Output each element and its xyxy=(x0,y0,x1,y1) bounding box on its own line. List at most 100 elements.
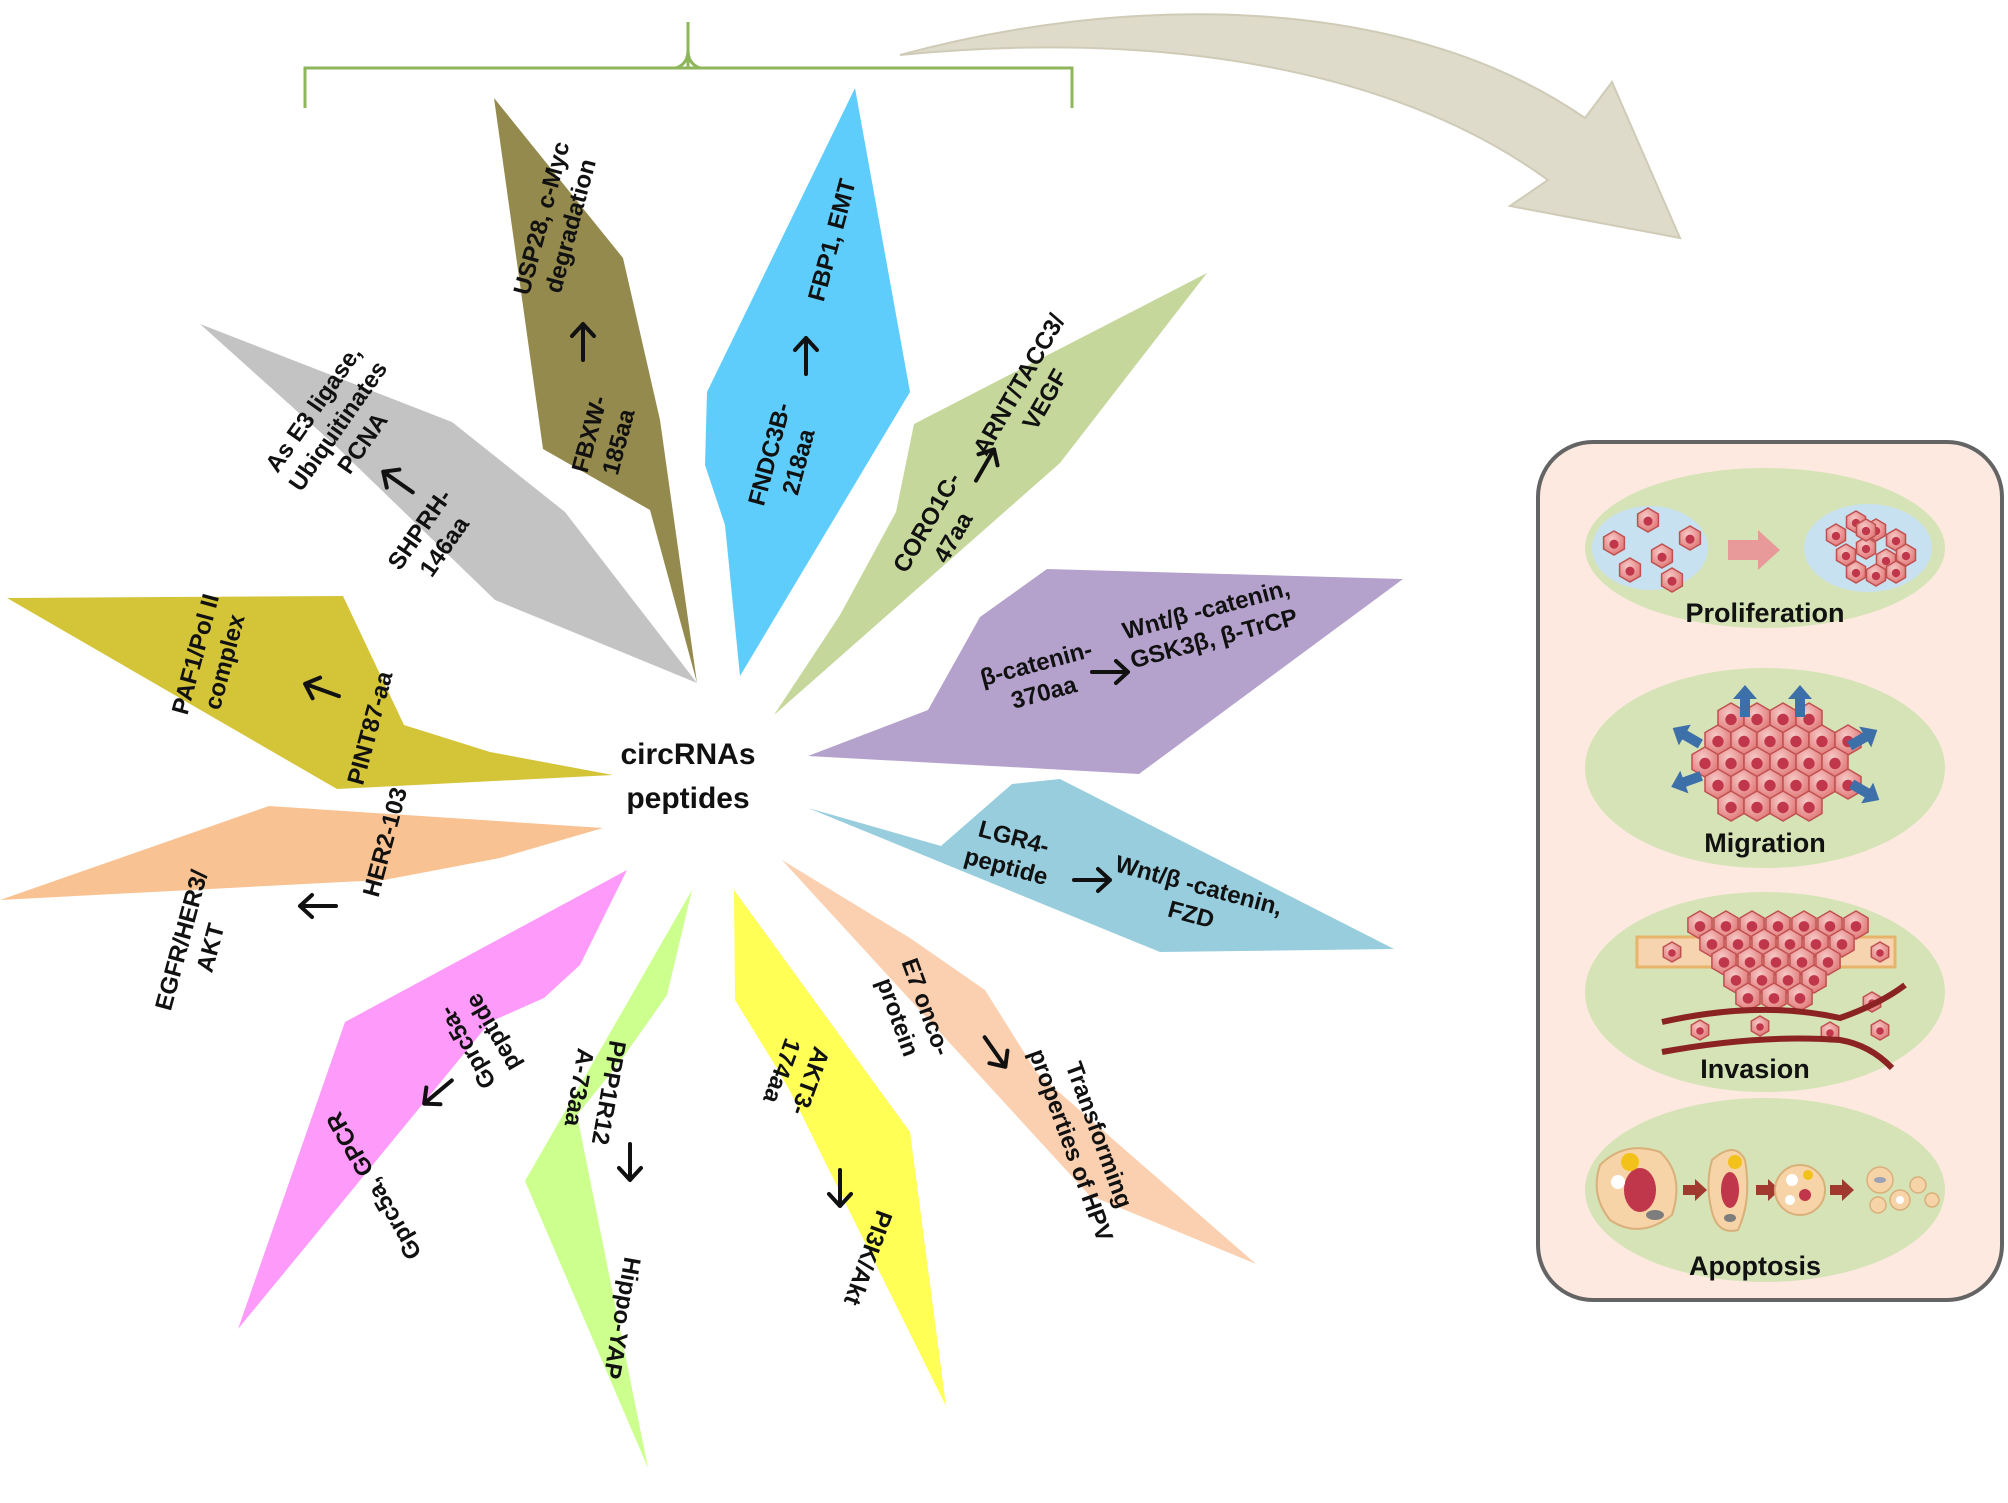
migrating-cell xyxy=(1795,790,1823,822)
migrating-cell xyxy=(1743,790,1771,822)
blood-vessel-upper xyxy=(1661,982,1907,1025)
petal-arrow-akt3 xyxy=(827,1168,853,1208)
migration-arrow-icon xyxy=(1788,685,1812,717)
invading-cell xyxy=(1801,964,1827,994)
invading-cell xyxy=(1735,982,1761,1012)
migrating-cell xyxy=(1834,768,1862,800)
petal-shape-fndc3b xyxy=(705,88,910,676)
cell-before xyxy=(1660,567,1684,593)
cell-after xyxy=(1885,528,1907,552)
petal-arrow-shprh xyxy=(381,467,415,495)
invading-cell xyxy=(1870,1019,1890,1041)
apoptosis-group: Apoptosis xyxy=(1585,1098,1945,1282)
migrating-cell xyxy=(1730,724,1758,756)
outcome-panel-frame xyxy=(1536,440,2004,1302)
center-label: circRNAs peptides xyxy=(620,738,755,815)
migration-arrows xyxy=(1671,685,1880,804)
petal-shape-fbxw xyxy=(494,98,697,683)
migration-group: Migration xyxy=(1585,668,1945,868)
petal-arrow-e7 xyxy=(982,1035,1010,1069)
petal-arrow-bcatenin xyxy=(1090,659,1130,685)
cell-after xyxy=(1865,563,1887,587)
petal-arrow-fndc3b xyxy=(793,336,819,376)
cell-after xyxy=(1855,536,1877,560)
petal-arrow-pint87 xyxy=(303,675,341,701)
migration-label: Migration xyxy=(1704,828,1826,858)
center-line-2: peptides xyxy=(626,782,749,815)
cell-after xyxy=(1855,518,1877,542)
migration-arrow-icon xyxy=(1847,726,1878,751)
petal-shape-lgr4 xyxy=(808,779,1394,952)
apoptosis-stage-4 xyxy=(1866,1166,1940,1214)
migration-arrow-icon xyxy=(1672,724,1703,749)
petal-arrow-lgr4 xyxy=(1072,867,1112,893)
invading-cell xyxy=(1761,982,1787,1012)
migrating-cell xyxy=(1769,790,1797,822)
petal-arrow-coro1c xyxy=(974,447,1000,483)
invading-cell xyxy=(1690,1019,1710,1041)
top-bracket-tip xyxy=(675,49,701,70)
petal-shape-gprc5a xyxy=(238,870,627,1329)
migration-arrow-icon xyxy=(1733,685,1757,717)
migration-arrow-icon xyxy=(1671,770,1703,794)
invasion-group: Invasion xyxy=(1585,892,1945,1092)
cell-before xyxy=(1678,525,1702,551)
proliferation-label: Proliferation xyxy=(1685,598,1844,628)
migration-cells xyxy=(1691,702,1862,822)
invasion-cells xyxy=(1662,910,1890,1043)
petal-shape-ppp1r12 xyxy=(525,890,692,1468)
invading-cell xyxy=(1815,946,1841,976)
invading-cell xyxy=(1662,941,1682,963)
blood-vessel-lower xyxy=(1661,1035,1895,1071)
migrating-cell xyxy=(1691,746,1719,778)
proliferation-group: Proliferation xyxy=(1585,468,1945,628)
curved-arrow xyxy=(899,13,1682,240)
apoptosis-stage-1 xyxy=(1595,1147,1678,1230)
petal-arrow-fbxw xyxy=(570,322,596,362)
invading-cell xyxy=(1829,928,1855,958)
petal-shape-her2 xyxy=(0,806,603,900)
apoptosis-label: Apoptosis xyxy=(1689,1251,1821,1281)
cell-after xyxy=(1845,560,1867,584)
outcome-panel: Proliferation Migration Invasion Apoptos… xyxy=(1536,440,2004,1302)
cell-before xyxy=(1636,507,1660,533)
migrating-cell xyxy=(1808,768,1836,800)
petal-shape-e7 xyxy=(782,860,1256,1264)
migrating-cell xyxy=(1717,790,1745,822)
cell-before xyxy=(1650,543,1674,569)
migrating-cell xyxy=(1821,746,1849,778)
cell-before xyxy=(1618,557,1642,583)
petal-shape-coro1c xyxy=(774,273,1207,715)
apoptosis-stages xyxy=(1595,1147,1940,1232)
apoptosis-stage-3 xyxy=(1774,1164,1826,1216)
proliferation-cells-before xyxy=(1602,507,1702,593)
migrating-cell xyxy=(1769,746,1797,778)
proliferation-cells-after xyxy=(1825,510,1917,587)
petal-arrow-her2 xyxy=(298,893,338,919)
petal-shape-akt3 xyxy=(734,890,946,1406)
migrating-cell xyxy=(1769,702,1797,734)
invading-cell xyxy=(1750,1015,1770,1037)
petal-shape-shprh xyxy=(200,324,697,683)
proliferation-arrow-icon xyxy=(1728,530,1780,570)
apoptosis-stage-2 xyxy=(1707,1149,1749,1232)
cell-before xyxy=(1602,530,1626,556)
invading-cell xyxy=(1787,982,1813,1012)
apoptosis-arrow-icon xyxy=(1756,1179,1780,1201)
migration-arrow-icon xyxy=(1849,779,1880,804)
cell-after xyxy=(1885,560,1907,584)
invasion-label: Invasion xyxy=(1700,1054,1810,1084)
petal-arrow-gprc5a xyxy=(422,1078,454,1107)
petal-arrow-ppp1r12 xyxy=(617,1142,643,1182)
apoptosis-arrow-icon xyxy=(1830,1179,1854,1201)
migrating-cell xyxy=(1717,702,1745,734)
